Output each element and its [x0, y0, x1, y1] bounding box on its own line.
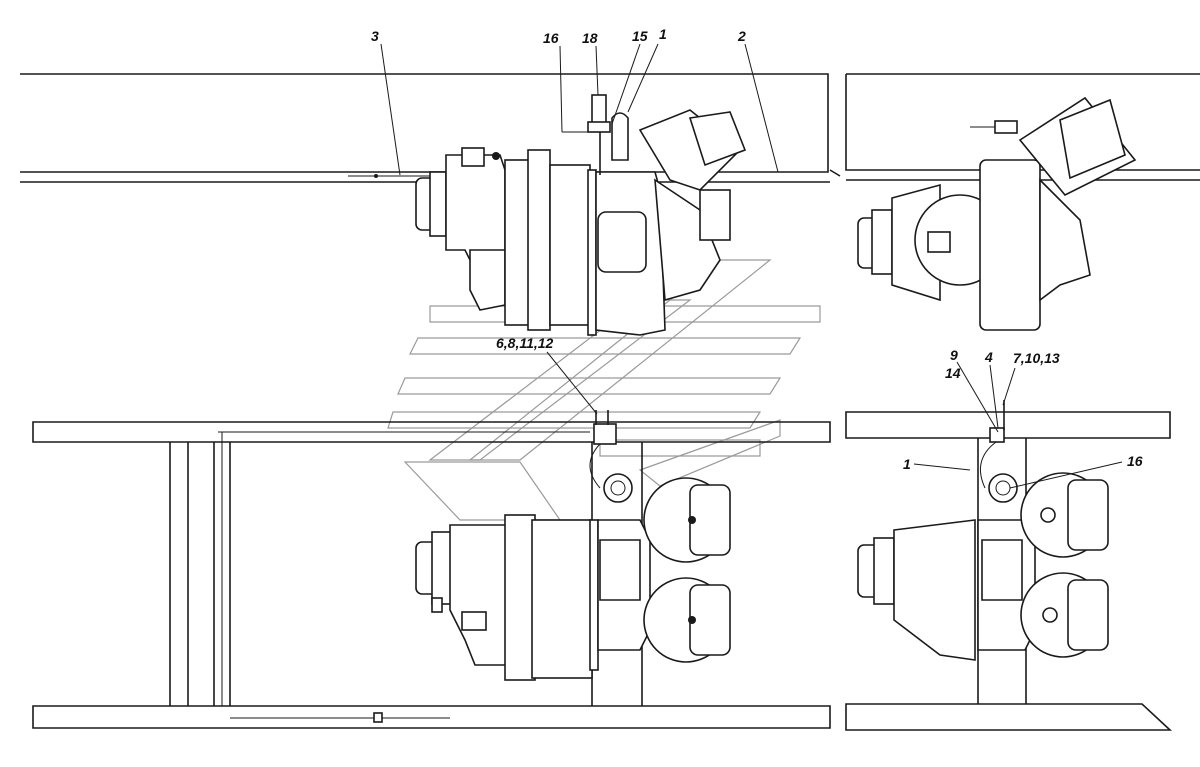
label-3: 3	[371, 28, 379, 44]
label-16-top: 16	[543, 30, 559, 46]
label-9: 9	[950, 347, 958, 363]
frame-rails-bottom-left	[32, 421, 831, 729]
cable-3	[348, 174, 440, 178]
label-18: 18	[582, 30, 598, 46]
label-1-right: 1	[903, 456, 911, 472]
bottom-right-view	[845, 400, 1173, 731]
gearbox-top-left	[415, 94, 747, 336]
label-1-top: 1	[659, 26, 667, 42]
label-4: 4	[984, 349, 993, 365]
label-16-right: 16	[1127, 453, 1143, 469]
leader-lines	[380, 43, 1123, 489]
label-6-8-11-12: 6,8,11,12	[496, 335, 554, 351]
top-left-view	[20, 73, 841, 336]
bottom-left-view	[32, 410, 831, 729]
gearbox-bottom-left	[415, 410, 731, 681]
gearbox-top-right	[857, 96, 1137, 331]
label-7-10-13: 7,10,13	[1013, 350, 1060, 366]
reference-labels: 3 16 18 15 1 2 6,8,11,12 9 14 4 7,10,13 …	[371, 26, 1143, 472]
top-right-view	[845, 73, 1200, 331]
label-15: 15	[632, 28, 648, 44]
label-14: 14	[945, 365, 961, 381]
gearbox-bottom-right	[857, 400, 1109, 661]
label-2: 2	[737, 28, 746, 44]
